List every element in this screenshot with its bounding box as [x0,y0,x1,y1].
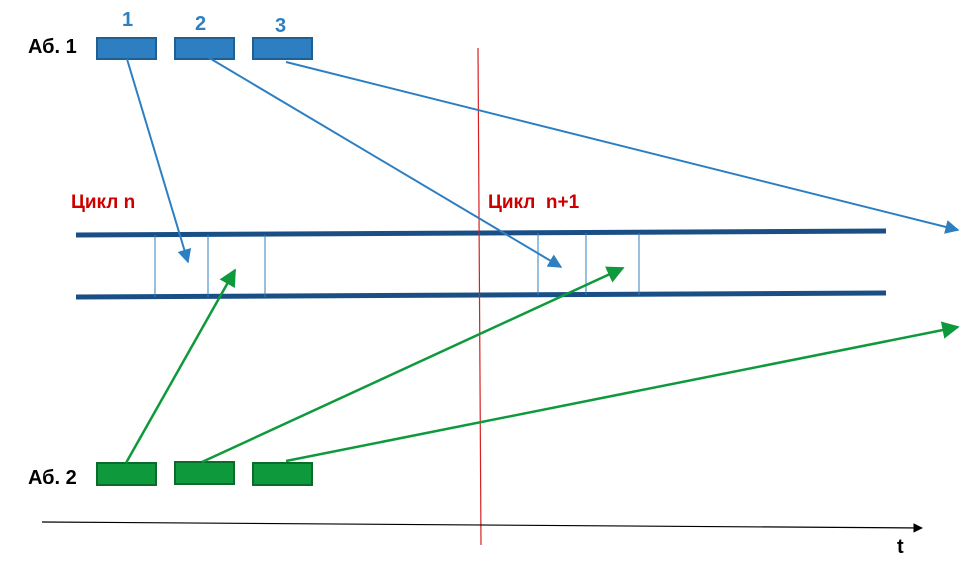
cycle-n1-label: Цикл n+1 [488,192,580,213]
channel-top-line [75,228,887,238]
cycle-n-label: Цикл n [71,192,135,213]
subscriber-2-packet-2 [174,461,235,485]
packet-number-2: 2 [195,13,206,35]
time-axis-label: t [897,536,904,558]
arrow-s1-packet-3 [285,61,960,234]
subscriber-1-label: Аб. 1 [28,36,77,58]
arrow-s2-packet-3 [285,321,960,463]
subscriber-1-packet-1 [96,37,157,60]
arrow-s2-packet-2 [201,266,625,464]
arrow-s1-packet-1 [126,58,192,264]
packet-number-1: 1 [122,9,133,31]
subscriber-1-packet-3 [252,37,313,60]
subscriber-2-packet-1 [96,462,157,486]
arrow-s1-packet-2 [205,55,563,268]
channel-bottom-line [75,290,887,300]
cycle-boundary-line [477,47,482,546]
subscriber-1-packet-2 [174,37,235,60]
arrow-s2-packet-1 [124,268,237,464]
packet-number-3: 3 [275,15,286,37]
subscriber-2-packet-3 [252,462,313,486]
subscriber-2-label: Аб. 2 [28,467,77,489]
time-axis [41,521,923,533]
